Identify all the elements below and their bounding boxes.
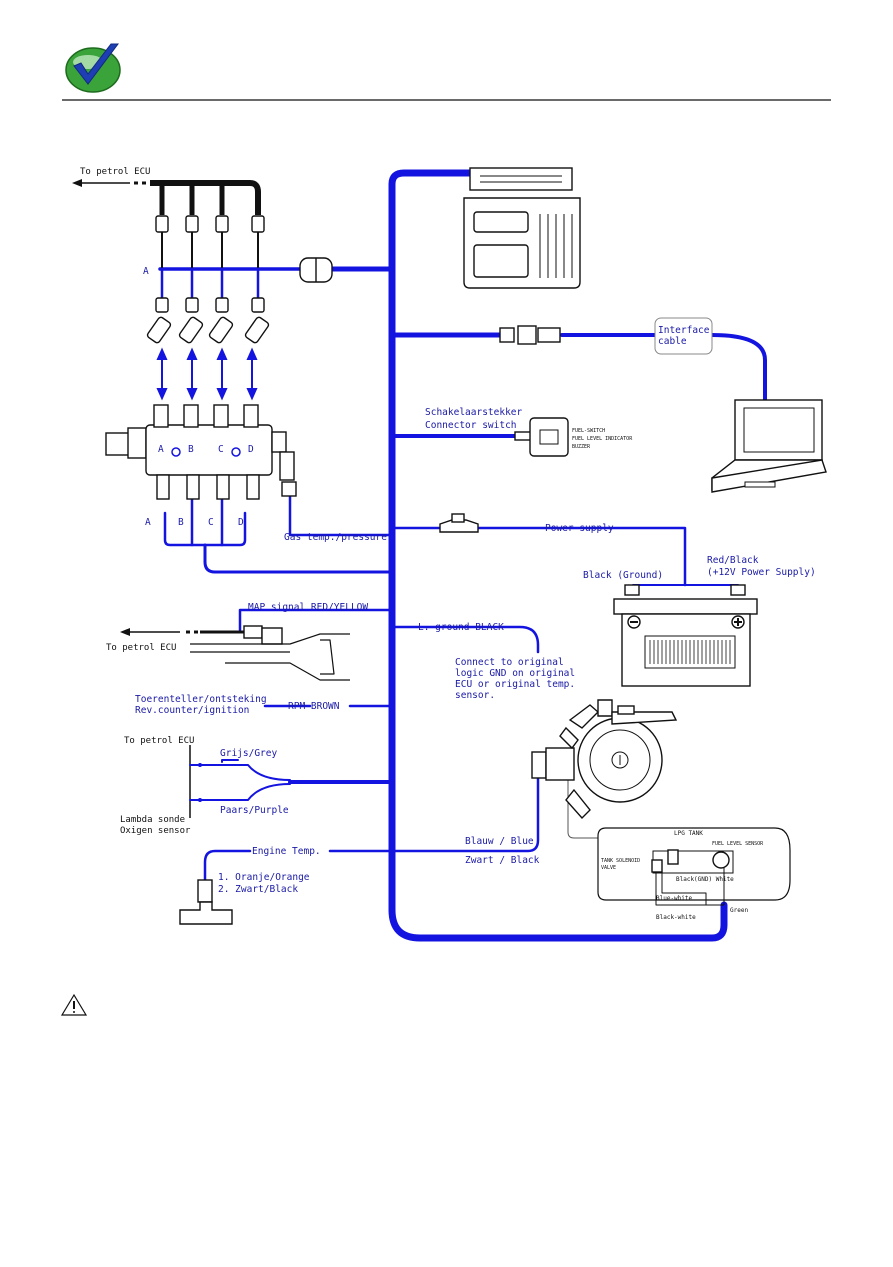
map-signal-label: MAP signal RED/YELLOW bbox=[248, 602, 368, 613]
wire-letter-d: D bbox=[238, 517, 244, 528]
to-petrol-ecu-map-label: To petrol ECU bbox=[106, 643, 176, 653]
green-wire-label: Green bbox=[730, 907, 748, 914]
cable-label: cable bbox=[658, 336, 687, 347]
wire-letter-a: A bbox=[145, 517, 151, 528]
connect-note-line2: logic GND on original bbox=[455, 668, 575, 679]
hose-arrows bbox=[156, 347, 258, 401]
rpm-brown-label: RPM BROWN bbox=[288, 701, 340, 712]
l-ground-label: L. ground BLACK bbox=[418, 622, 504, 633]
lpg-tank-label: LPG TANK bbox=[674, 830, 703, 837]
interface-label: Interface bbox=[658, 325, 710, 336]
tank-valve-label: VALVE bbox=[601, 865, 616, 871]
lambda-sensor: To petrol ECU Grijs/Grey Paars/Purple La… bbox=[120, 736, 289, 836]
blue-white-label: Blue-white bbox=[656, 895, 693, 902]
paars-purple-label: Paars/Purple bbox=[220, 805, 289, 816]
tank-solenoid-label: TANK SOLENOID bbox=[601, 858, 640, 864]
reducer-vaporizer bbox=[531, 699, 678, 820]
black-white-label: Black-white bbox=[656, 914, 696, 921]
logo-icon bbox=[65, 43, 121, 93]
blauw-blue-label: Blauw / Blue bbox=[465, 836, 534, 847]
interface-cable-box: Interface cable bbox=[654, 317, 713, 355]
rail-letter-b: B bbox=[188, 444, 194, 455]
rev-counter-en-label: Rev.counter/ignition bbox=[135, 705, 249, 716]
main-harness bbox=[158, 169, 767, 942]
injector-connectors: A bbox=[143, 215, 270, 344]
connector-switch: Schakelaarstekker Connector switch FUEL-… bbox=[425, 407, 633, 457]
engine-temp-sensor: Engine Temp. 1. Oranje/Orange 2. Zwart/B… bbox=[179, 846, 321, 925]
wire-letter-c: C bbox=[208, 517, 214, 528]
connect-note-line1: Connect to original bbox=[455, 657, 564, 668]
switch-label-en: Connector switch bbox=[425, 420, 517, 431]
lpg-ecu bbox=[463, 167, 581, 289]
injector-rail: A B C D A B C D Gas temp./pressure bbox=[105, 404, 387, 543]
battery-icon bbox=[613, 584, 758, 687]
zwart-black-engine-label: 2. Zwart/Black bbox=[218, 884, 298, 895]
connect-note-line4: sensor. bbox=[455, 690, 495, 701]
switch-panel-line1: FUEL-SWITCH bbox=[572, 428, 605, 434]
connect-note-line3: ECU or original temp. bbox=[455, 679, 575, 690]
engine-temp-label: Engine Temp. bbox=[252, 846, 321, 857]
fuse-holder bbox=[439, 513, 479, 533]
to-petrol-ecu-lambda-label: To petrol ECU bbox=[124, 736, 194, 746]
wire-letter-b: B bbox=[178, 517, 184, 528]
connect-note: Connect to original logic GND on origina… bbox=[455, 657, 575, 701]
harness-coupler bbox=[299, 257, 333, 283]
laptop-icon bbox=[711, 399, 827, 493]
interface-connector bbox=[499, 325, 561, 345]
lambda-en-label: Oxigen sensor bbox=[120, 826, 191, 836]
power-supply-label: Power supply bbox=[545, 523, 614, 534]
lambda-nl-label: Lambda sonde bbox=[120, 815, 185, 825]
rail-letter-a: A bbox=[158, 444, 164, 455]
map-sensor: MAP signal RED/YELLOW To petrol ECU bbox=[106, 602, 368, 681]
rail-letter-d: D bbox=[248, 444, 254, 455]
to-petrol-ecu-top-label: To petrol ECU bbox=[80, 167, 150, 177]
red-black-label: Red/Black bbox=[707, 555, 759, 566]
gas-temp-label: Gas temp./pressure bbox=[284, 532, 387, 543]
rail-letter-c: C bbox=[218, 444, 224, 455]
grijs-grey-label: Grijs/Grey bbox=[220, 748, 277, 759]
harness-letter-a: A bbox=[143, 266, 149, 277]
rev-counter-nl-label: Toerenteller/ontsteking bbox=[135, 694, 267, 705]
oranje-label: 1. Oranje/Orange bbox=[218, 872, 310, 883]
petrol-ecu-harness: To petrol ECU bbox=[72, 167, 261, 215]
warning-triangle-icon bbox=[60, 993, 88, 1016]
fuel-level-sensor-label: FUEL LEVEL SENSOR bbox=[712, 841, 764, 847]
switch-panel-line2: FUEL LEVEL INDICATOR bbox=[572, 436, 633, 442]
switch-label-nl: Schakelaarstekker bbox=[425, 407, 523, 418]
plus12v-label: (+12V Power Supply) bbox=[707, 567, 816, 578]
black-gnd-white-label: Black(GND) White bbox=[676, 876, 734, 883]
switch-panel-line3: BUZZER bbox=[572, 444, 591, 450]
lpg-tank-panel: LPG TANK FUEL LEVEL SENSOR TANK SOLENOID… bbox=[597, 827, 791, 921]
zwart-black-label: Zwart / Black bbox=[465, 855, 540, 866]
black-ground-label: Black (Ground) bbox=[583, 570, 663, 581]
